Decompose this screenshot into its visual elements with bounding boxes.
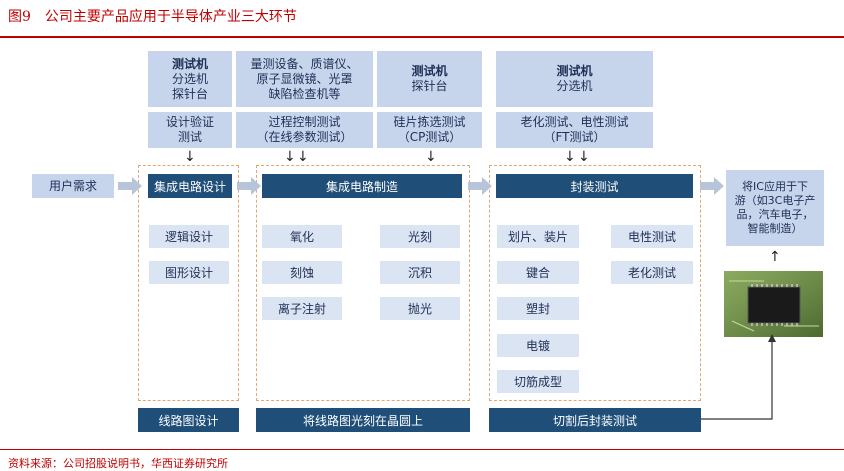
application-line: 智能制造） <box>747 222 803 235</box>
user-demand-box: 用户需求 <box>32 174 114 198</box>
test-line: （CP测试） <box>397 130 462 144</box>
packaging-stage-container <box>489 165 701 401</box>
equipment-title: 测试机 <box>171 56 208 71</box>
application-box: 将IC应用于下 游（如3C电子产 品，汽车电子， 智能制造） <box>726 170 824 246</box>
down-arrow-icon: ↓ <box>578 149 590 165</box>
equipment-line: 缺陷检查机等 <box>268 86 341 101</box>
down-arrow-icon: ↓ <box>425 149 437 165</box>
stage-packaging-header: 封装测试 <box>496 174 693 198</box>
test-box-design-verification: 设计验证 测试 <box>148 112 232 148</box>
user-demand-label: 用户需求 <box>48 178 97 193</box>
process-step: 刻蚀 <box>262 261 342 284</box>
application-line: 将IC应用于下 <box>742 180 808 193</box>
up-arrow-icon: ↑ <box>769 249 781 265</box>
right-arrow-icon <box>700 177 724 195</box>
process-step: 沉积 <box>380 261 460 284</box>
down-arrow-icon: ↓ <box>184 149 196 165</box>
manufacturing-stage-container <box>256 165 470 401</box>
design-stage-container <box>138 165 239 401</box>
equipment-line: 探针台 <box>171 86 208 101</box>
process-step: 逻辑设计 <box>149 225 229 248</box>
right-arrow-icon <box>118 177 142 195</box>
test-box-ft: 老化测试、电性测试 （FT测试） <box>496 112 653 148</box>
test-box-process-control: 过程控制测试 （在线参数测试） <box>236 112 373 148</box>
equipment-title: 测试机 <box>556 64 593 78</box>
equipment-line: 分选机 <box>556 79 593 93</box>
chip-image <box>724 271 823 337</box>
equipment-line: 分选机 <box>171 71 208 86</box>
footer-rule <box>0 449 844 450</box>
output-manufacturing: 将线路图光刻在晶圆上 <box>256 408 470 432</box>
test-line: 硅片拣选测试 <box>393 115 466 129</box>
process-step: 键合 <box>497 261 579 284</box>
process-step: 离子注射 <box>262 297 342 320</box>
test-line: （FT测试） <box>543 130 606 144</box>
equipment-box-cp: 测试机 探针台 <box>377 51 482 107</box>
figure-title: 图9 公司主要产品应用于半导体产业三大环节 <box>8 9 297 25</box>
right-arrow-icon <box>468 177 492 195</box>
process-step: 光刻 <box>380 225 460 248</box>
test-line: 老化测试、电性测试 <box>520 115 629 129</box>
process-step: 电性测试 <box>611 225 693 248</box>
process-step: 切筋成型 <box>497 370 579 393</box>
title-rule <box>0 36 844 38</box>
equipment-line: 量测设备、质谱仪、 <box>250 56 359 71</box>
stage-manufacturing-header: 集成电路制造 <box>262 174 462 198</box>
test-line: （在线参数测试） <box>256 130 353 144</box>
test-line: 设计验证 <box>165 115 214 129</box>
process-step: 塑封 <box>497 297 579 320</box>
process-step: 图形设计 <box>149 261 229 284</box>
application-line: 游（如3C电子产 <box>734 194 816 207</box>
equipment-box-design: 测试机 分选机 探针台 <box>148 51 232 107</box>
stage-design-header: 集成电路设计 <box>148 174 232 198</box>
right-arrow-icon <box>237 177 261 195</box>
source-note: 资料来源：公司招股说明书，华西证券研究所 <box>8 457 228 470</box>
output-packaging: 切割后封装测试 <box>489 408 701 432</box>
process-step: 电镀 <box>497 334 579 357</box>
application-line: 品，汽车电子， <box>736 208 814 221</box>
equipment-title: 测试机 <box>411 64 448 78</box>
test-line: 测试 <box>177 130 202 144</box>
down-arrow-icon: ↓ <box>297 149 309 165</box>
process-step: 氧化 <box>262 225 342 248</box>
output-design: 线路图设计 <box>138 408 239 432</box>
test-line: 过程控制测试 <box>268 115 341 129</box>
equipment-box-ft: 测试机 分选机 <box>496 51 653 107</box>
equipment-line: 探针台 <box>411 79 448 93</box>
equipment-line: 原子显微镜、光罩 <box>256 71 353 86</box>
equipment-box-metrology: 量测设备、质谱仪、 原子显微镜、光罩 缺陷检查机等 <box>236 51 373 107</box>
process-step: 老化测试 <box>611 261 693 284</box>
down-arrow-icon: ↓ <box>284 149 296 165</box>
process-step: 划片、装片 <box>497 225 579 248</box>
connector-line <box>701 334 776 420</box>
test-box-cp: 硅片拣选测试 （CP测试） <box>377 112 482 148</box>
process-step: 抛光 <box>380 297 460 320</box>
down-arrow-icon: ↓ <box>564 149 576 165</box>
